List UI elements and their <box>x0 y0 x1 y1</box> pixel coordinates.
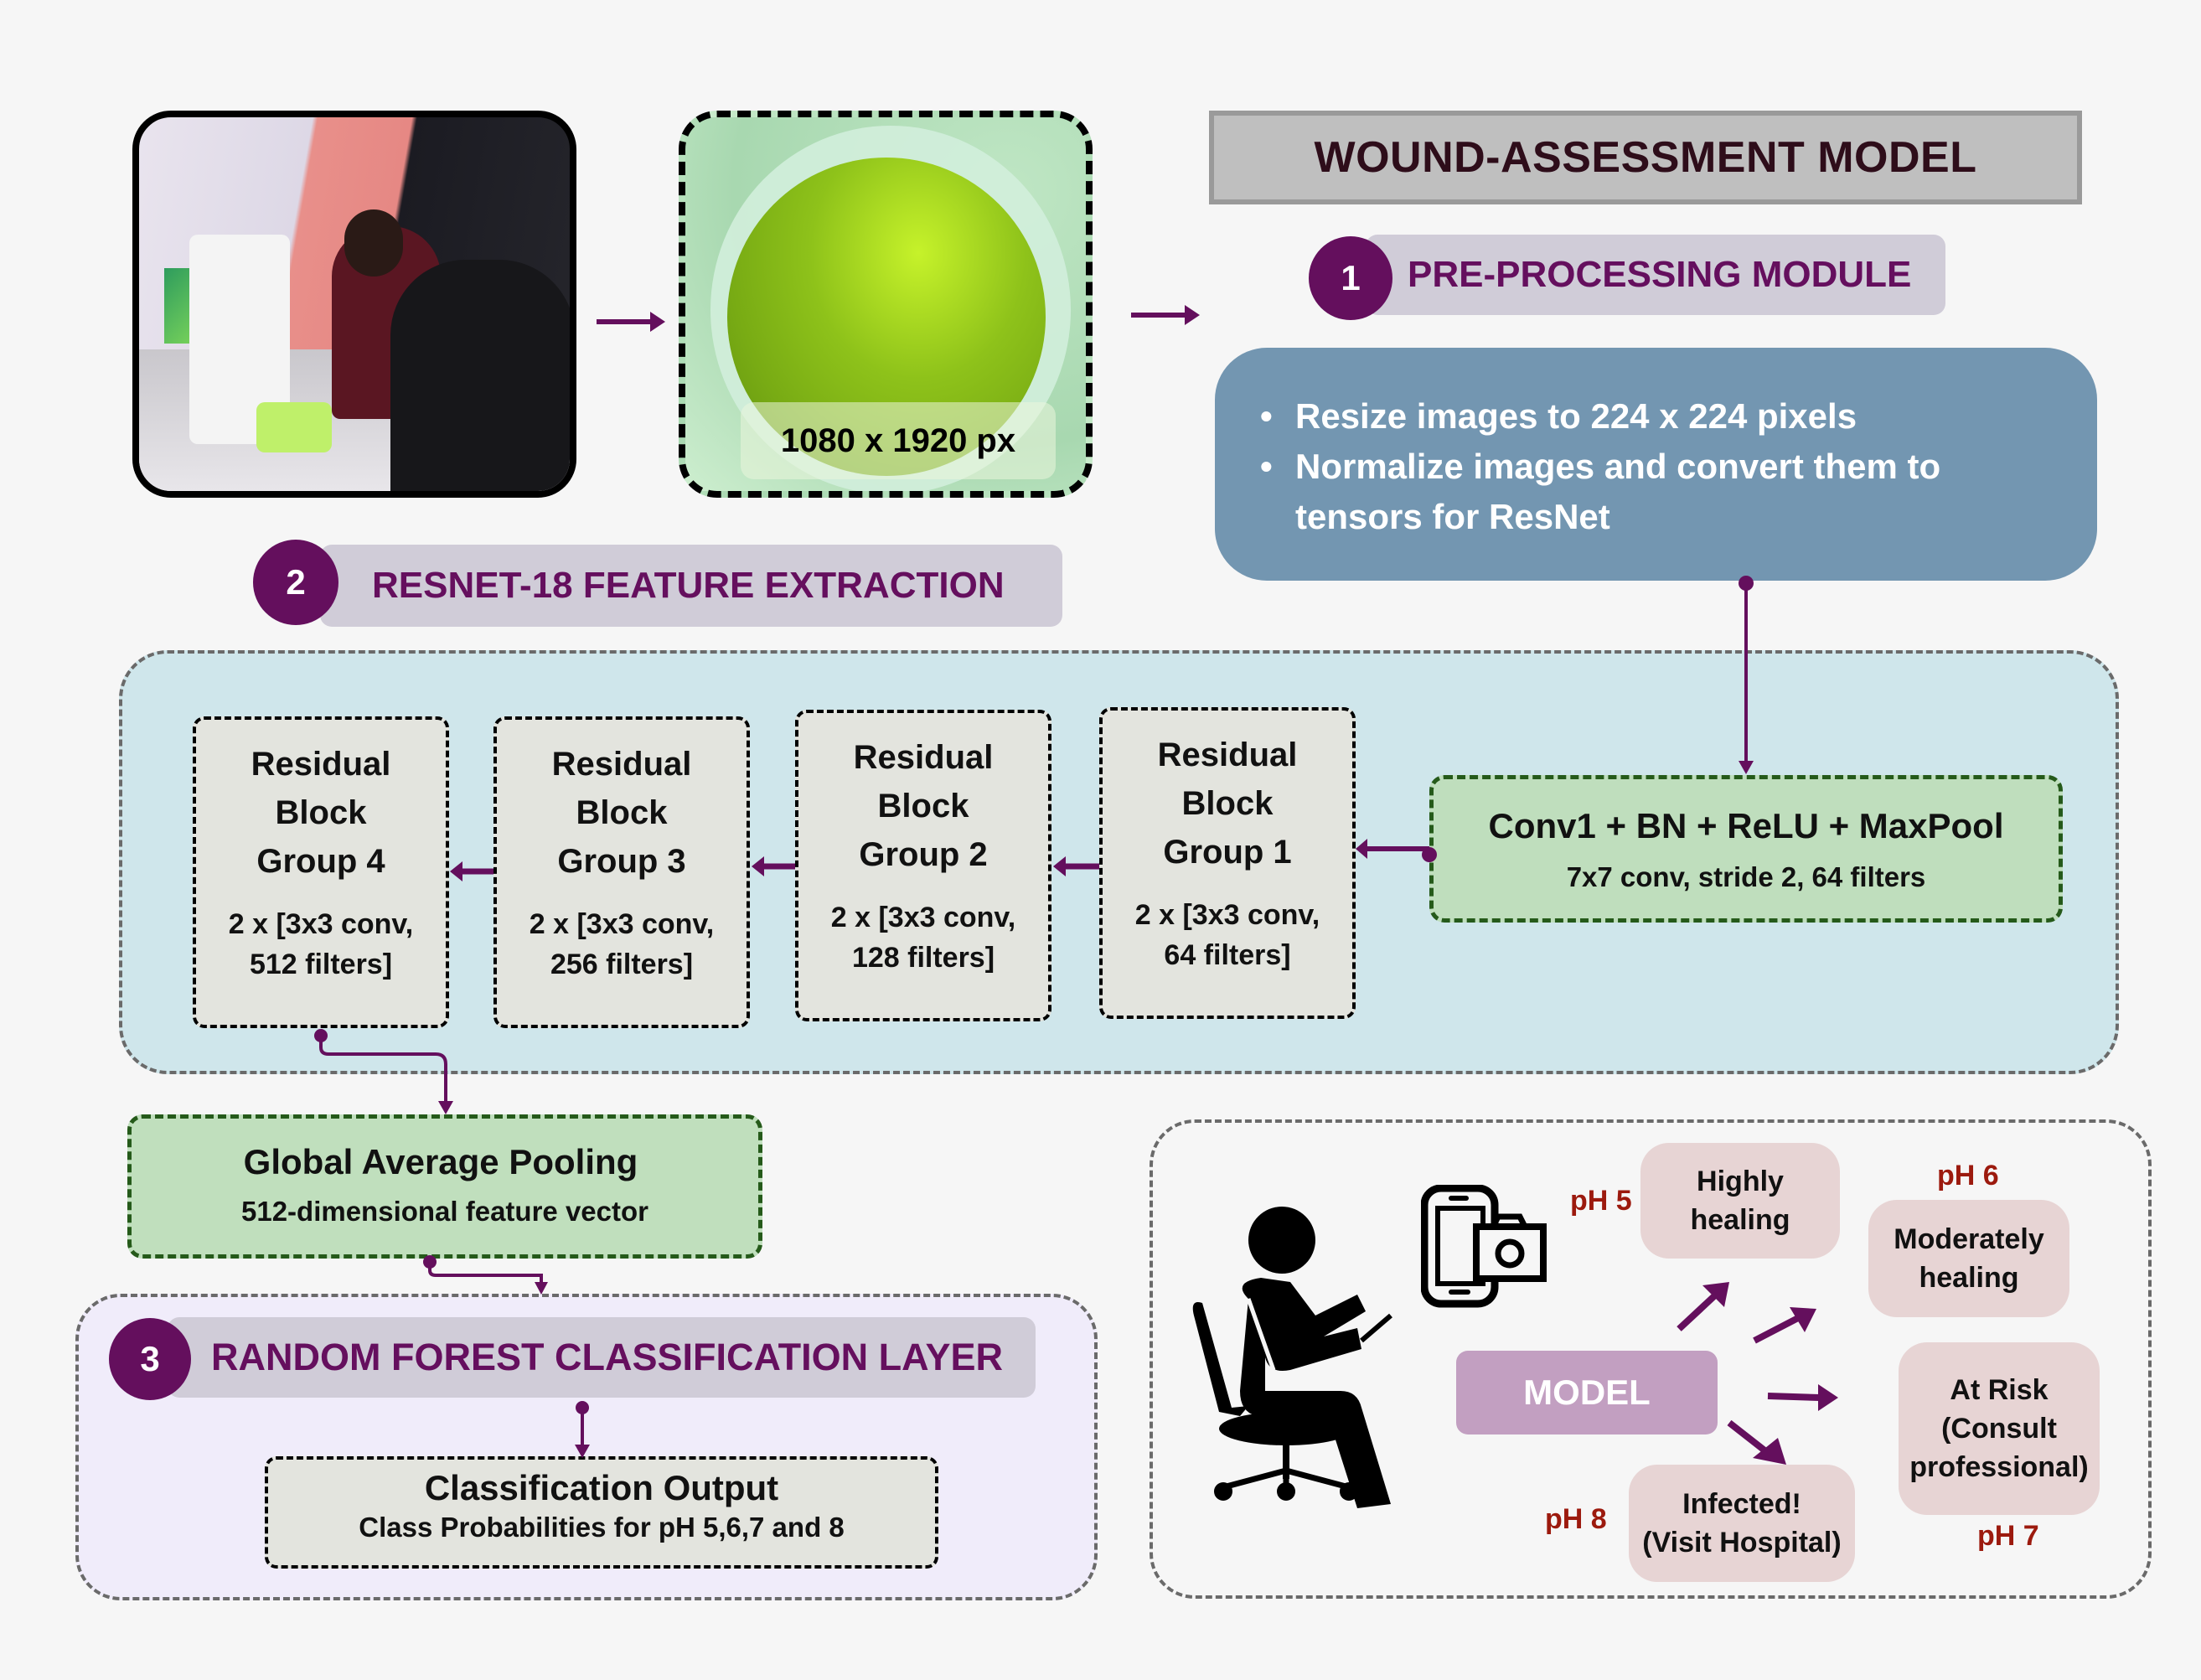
block-detail: 64 filters] <box>1164 939 1291 971</box>
block-line: Residual <box>853 739 994 776</box>
ph-5-label: pH 5 <box>1570 1185 1632 1217</box>
residual-block-group-3: Residual Block Group 3 2 x [3x3 conv, 25… <box>493 716 750 1028</box>
residual-block-group-2: Residual Block Group 2 2 x [3x3 conv, 12… <box>795 710 1051 1021</box>
step-3-badge: 3 <box>109 1318 191 1400</box>
arrow-photo-to-dish <box>597 312 665 332</box>
step-2-header: RESNET-18 FEATURE EXTRACTION <box>320 545 1062 627</box>
sensor-dish-photo: 1080 x 1920 px <box>679 111 1093 498</box>
block-line: Block <box>877 788 969 824</box>
ph-7-label: pH 7 <box>1977 1520 2039 1552</box>
pooling-title: Global Average Pooling <box>243 1142 638 1181</box>
arrow-dish-to-model <box>1131 305 1200 325</box>
phone-camera-icon <box>1421 1185 1547 1308</box>
classification-title: Classification Output <box>424 1468 779 1507</box>
arrow-pooling-to-random-forest <box>423 1255 548 1295</box>
block-detail: 2 x [3x3 conv, <box>228 908 414 940</box>
outcome-highly-healing: Highly healing <box>1640 1143 1840 1259</box>
classification-output-box: Classification Output Class Probabilitie… <box>265 1456 938 1569</box>
block-detail: 2 x [3x3 conv, <box>830 902 1016 933</box>
residual-block-group-1: Residual Block Group 1 2 x [3x3 conv, 64… <box>1099 707 1356 1019</box>
block-detail: 128 filters] <box>851 942 995 974</box>
step-2-badge: 2 <box>253 540 338 625</box>
student-2 <box>390 260 570 491</box>
lab-photo <box>132 111 576 498</box>
outcome-moderately-healing: Moderately healing <box>1868 1200 2069 1317</box>
step-1-header: PRE-PROCESSING MODULE <box>1366 235 1945 315</box>
block-detail: 2 x [3x3 conv, <box>1134 899 1320 931</box>
outcome-at-risk: At Risk (Consult professional) <box>1899 1342 2100 1515</box>
outcome-line: professional) <box>1909 1451 2089 1483</box>
block-detail: 2 x [3x3 conv, <box>529 908 715 940</box>
classification-detail: Class Probabilities for pH 5,6,7 and 8 <box>359 1512 845 1543</box>
outcome-line: (Visit Hospital) <box>1642 1527 1842 1559</box>
step-3-title: RANDOM FOREST CLASSIFICATION LAYER <box>211 1336 1004 1378</box>
residual-block-group-4: Residual Block Group 4 2 x [3x3 conv, 51… <box>193 716 449 1028</box>
block-line: Block <box>1181 785 1274 822</box>
conv1-detail: 7x7 conv, stride 2, 64 filters <box>1566 861 1926 892</box>
ph-6-label: pH 6 <box>1937 1160 1999 1192</box>
outcome-line: Moderately <box>1894 1223 2044 1255</box>
pooling-detail: 512-dimensional feature vector <box>240 1196 648 1227</box>
preprocessing-box: Resize images to 224 x 224 pixels Normal… <box>1215 348 2097 581</box>
block-line: Residual <box>1157 737 1298 773</box>
step-3-header: RANDOM FOREST CLASSIFICATION LAYER <box>168 1317 1036 1398</box>
step-1-title: PRE-PROCESSING MODULE <box>1408 254 1912 295</box>
conv1-title: Conv1 + BN + ReLU + MaxPool <box>1488 806 2004 845</box>
page-title: WOUND-ASSESSMENT MODEL <box>1209 111 2082 204</box>
block-line: Block <box>576 794 668 831</box>
resolution-label: 1080 x 1920 px <box>780 422 1016 459</box>
block-line: Residual <box>251 746 391 783</box>
outcome-line: Highly <box>1697 1166 1784 1197</box>
seated-person-icon <box>1192 1207 1392 1508</box>
outcome-line: At Risk <box>1950 1374 2049 1406</box>
preprocess-bullet: Normalize images and convert them to ten… <box>1260 442 2064 542</box>
sample-tray <box>256 402 332 452</box>
block-line: Group 4 <box>256 843 385 880</box>
block-detail: 512 filters] <box>249 949 393 980</box>
outcome-infected: Infected! (Visit Hospital) <box>1629 1465 1855 1582</box>
outcome-line: healing <box>1690 1204 1790 1236</box>
global-average-pooling-box: Global Average Pooling 512-dimensional f… <box>127 1114 762 1259</box>
step-1-badge: 1 <box>1309 236 1392 320</box>
block-line: Block <box>275 794 367 831</box>
student-1-head <box>344 209 403 277</box>
conv1-stem-box: Conv1 + BN + ReLU + MaxPool 7x7 conv, st… <box>1429 775 2063 923</box>
ph-8-label: pH 8 <box>1545 1503 1607 1535</box>
block-line: Group 2 <box>859 836 988 873</box>
outcome-line: (Consult <box>1941 1413 2057 1445</box>
outcome-line: Infected! <box>1682 1488 1801 1520</box>
step-2-title: RESNET-18 FEATURE EXTRACTION <box>372 565 1005 606</box>
outcome-line: healing <box>1919 1262 2019 1294</box>
block-detail: 256 filters] <box>550 949 694 980</box>
block-line: Group 3 <box>557 843 686 880</box>
model-box: MODEL <box>1456 1351 1718 1434</box>
block-line: Group 1 <box>1163 834 1292 871</box>
preprocess-bullet: Resize images to 224 x 224 pixels <box>1260 391 2064 442</box>
resolution-label-bg <box>741 402 1056 479</box>
block-line: Residual <box>551 746 692 783</box>
